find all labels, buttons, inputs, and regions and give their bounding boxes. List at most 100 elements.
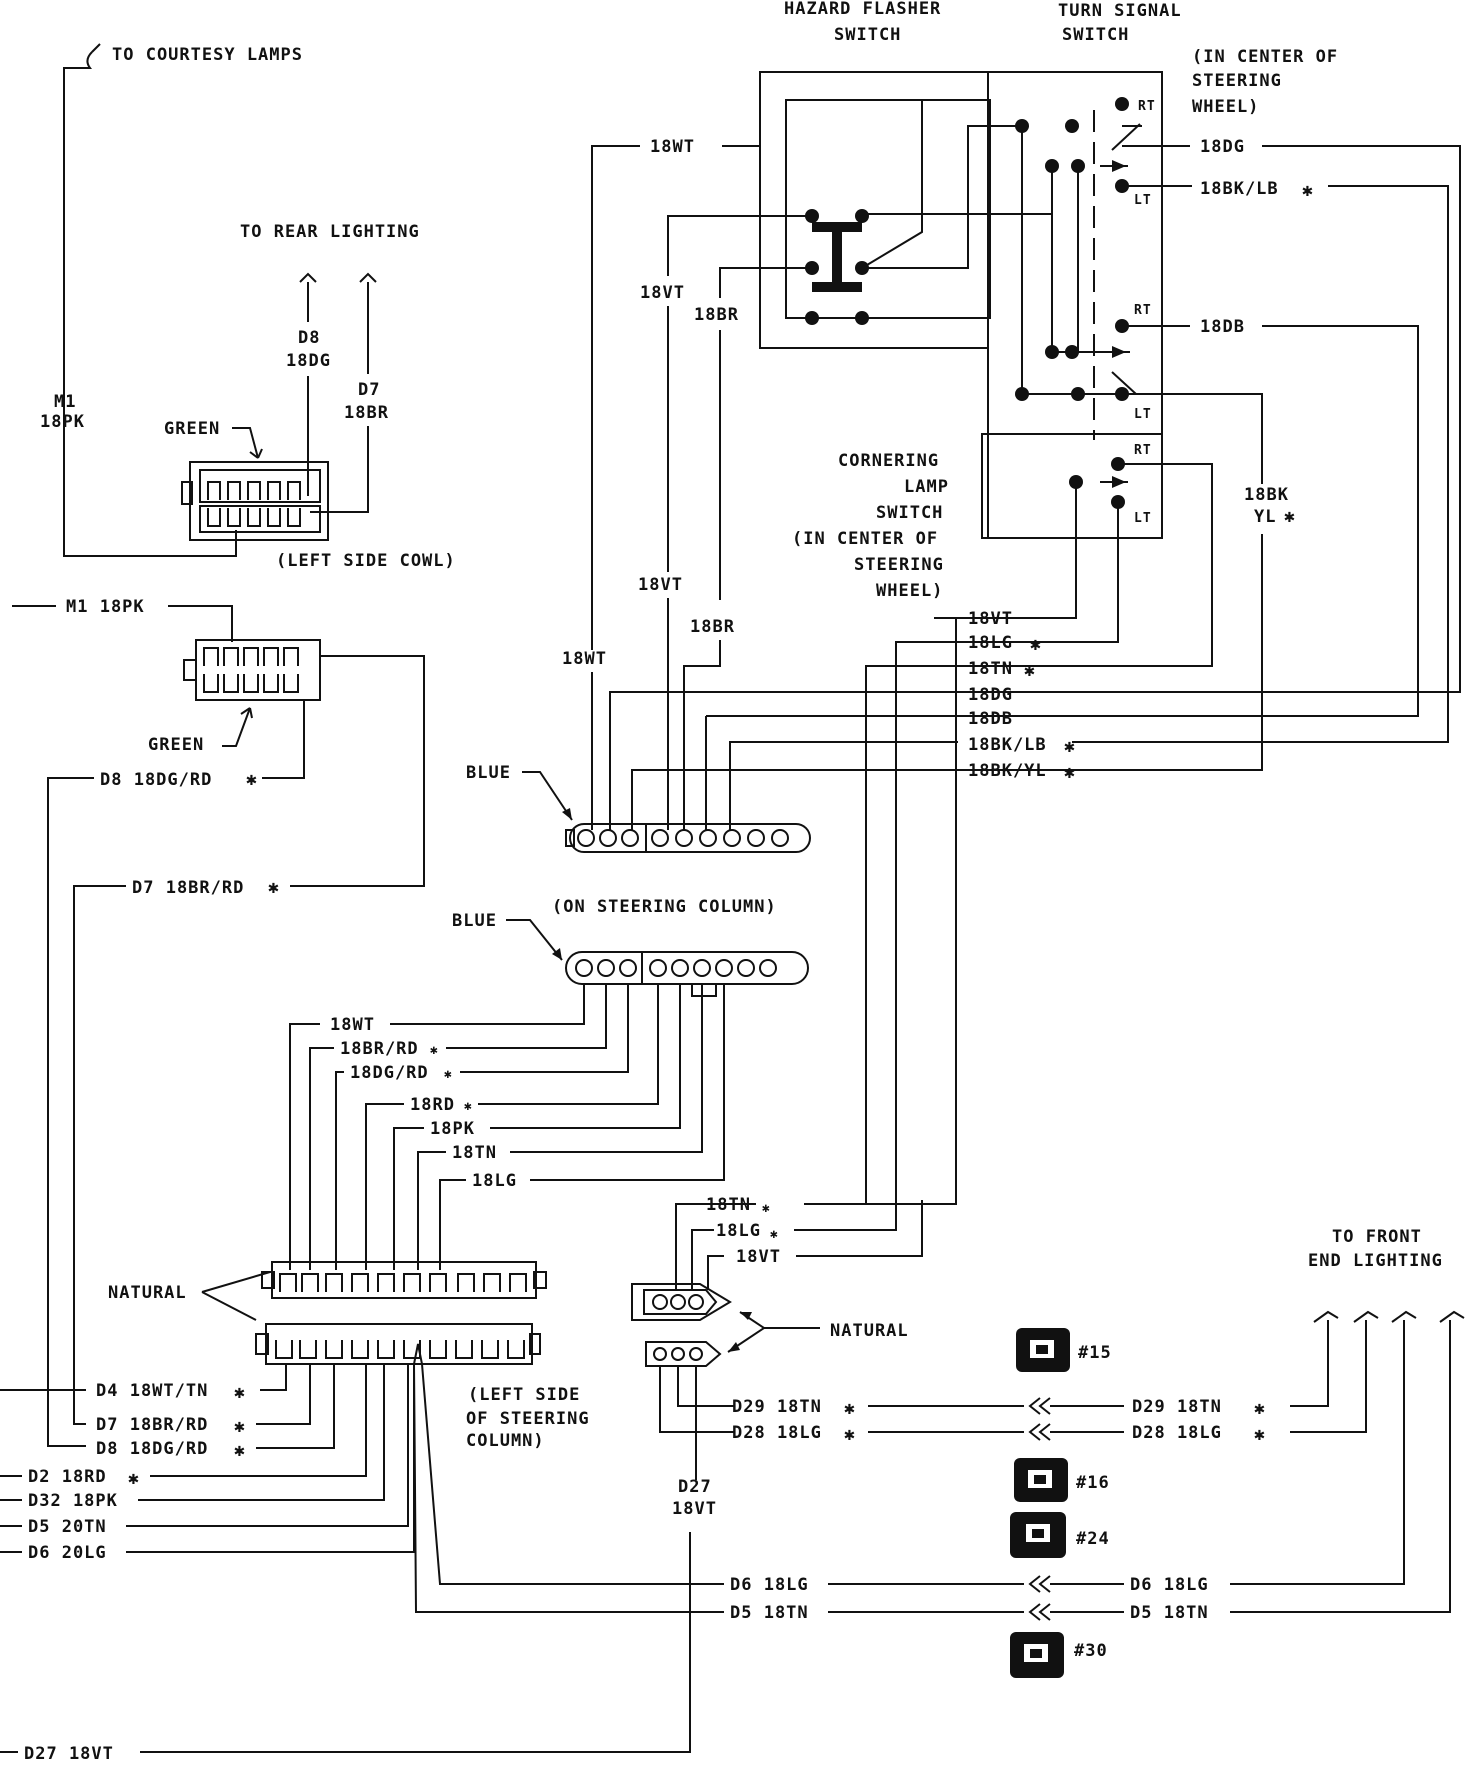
wire-18br-mid: 18BR: [690, 617, 735, 637]
harness-wires-labels: 18VT 18LG ✱ 18TN ✱ 18DG 18DB 18BK/LB ✱ 1…: [609, 609, 1076, 1231]
label-lt-1: LT: [1134, 193, 1152, 208]
label-rt-2: RT: [1134, 303, 1152, 318]
badge-15-label: #15: [1078, 1343, 1112, 1363]
switch-output-wires: 18DG 18BK/LB ✱ 18DB 18BK YL ✱: [631, 137, 1461, 830]
wire-d28-a: D28 18LG: [732, 1423, 822, 1443]
wire-c-18wt: 18WT: [330, 1015, 375, 1035]
label-cornering: CORNERING: [838, 451, 939, 471]
badge-16-label: #16: [1076, 1473, 1110, 1493]
wire-c-18pk: 18PK: [430, 1119, 475, 1139]
wire-d7-18br-rd: D7 18BR/RD: [132, 878, 244, 898]
label-natural-center: NATURAL: [830, 1321, 909, 1341]
wire-d27-label: D27: [678, 1477, 712, 1497]
wire-d29-a: D29 18TN: [732, 1397, 822, 1417]
turn-signal-switch: TURN SIGNAL SWITCH (IN CENTER OF STEERIN…: [862, 1, 1337, 539]
blue-connector-1: BLUE: [466, 763, 811, 853]
wire-c-18br-rd: 18BR/RD: [340, 1039, 419, 1059]
wire-c-18rd: 18RD: [410, 1095, 455, 1115]
svg-text:✱: ✱: [1064, 736, 1076, 757]
svg-text:✱: ✱: [1254, 1398, 1266, 1419]
wire-r-18db: 18DB: [968, 709, 1013, 729]
wire-18wt-mid: 18WT: [562, 649, 607, 669]
label-blue-2: BLUE: [452, 911, 497, 931]
svg-text:✱: ✱: [234, 1416, 246, 1437]
wire-c-18tn: 18TN: [452, 1143, 497, 1163]
left-outgoing-wires: D4 18WT/TN ✱ D7 18BR/RD ✱ D8 18DG/RD ✱ D…: [0, 1343, 724, 1764]
label-on-steering-column: (ON STEERING COLUMN): [552, 897, 777, 917]
hazard-flasher-switch: HAZARD FLASHER SWITCH: [759, 0, 991, 349]
label-lsc-2: OF STEERING: [466, 1409, 590, 1429]
svg-text:✱: ✱: [430, 1043, 439, 1058]
label-corn-wheel: WHEEL): [876, 581, 943, 601]
svg-text:✱: ✱: [1284, 506, 1296, 527]
wire-d7-color: 18BR: [344, 403, 389, 423]
wire-18bk-lb-top: 18BK/LB: [1200, 179, 1279, 199]
svg-text:✱: ✱: [1254, 1424, 1266, 1445]
label-courtesy-lamps: TO COURTESY LAMPS: [112, 45, 303, 65]
label-to-front: TO FRONT: [1332, 1227, 1422, 1247]
wire-d8-color: 18DG: [286, 351, 331, 371]
label-hazard-switch: SWITCH: [834, 25, 901, 45]
label-lsc-1: (LEFT SIDE: [468, 1385, 580, 1405]
courtesy-lamps-branch: TO COURTESY LAMPS M1 18PK: [40, 43, 303, 557]
wire-18dg-top: 18DG: [1200, 137, 1245, 157]
svg-text:✱: ✱: [844, 1398, 856, 1419]
label-rt-3: RT: [1134, 443, 1152, 458]
wire-d2: D2 18RD: [28, 1467, 107, 1487]
wire-d29-b: D29 18TN: [1132, 1397, 1222, 1417]
svg-text:✱: ✱: [1302, 180, 1314, 201]
wire-yl: YL: [1254, 507, 1276, 527]
wire-d5-left: D5 20TN: [28, 1517, 107, 1537]
svg-text:✱: ✱: [268, 877, 280, 898]
wire-r-18tn: 18TN: [968, 659, 1013, 679]
wire-c-18lg: 18LG: [472, 1171, 517, 1191]
wire-m1: M1: [54, 392, 76, 412]
wire-18db-top: 18DB: [1200, 317, 1245, 337]
green-connector-2: M1 18PK GREEN D8 18DG/RD ✱ D7 18BR/RD ✱: [12, 597, 425, 1447]
svg-text:✱: ✱: [1030, 634, 1042, 655]
label-wheel: WHEEL): [1192, 97, 1259, 117]
label-switch: SWITCH: [876, 503, 943, 523]
label-turn-switch: SWITCH: [1062, 25, 1129, 45]
svg-text:✱: ✱: [1064, 762, 1076, 783]
wire-d6-b: D6 18LG: [1130, 1575, 1209, 1595]
label-lt-3: LT: [1134, 511, 1152, 526]
wire-r-18vt: 18VT: [968, 609, 1013, 629]
natural-connectors-left: NATURAL (LEFT SIDE OF STEERING COLUMN): [108, 1261, 590, 1451]
wire-18vt-top: 18VT: [640, 283, 685, 303]
wire-18vt-mid: 18VT: [638, 575, 683, 595]
label-lamp: LAMP: [904, 477, 949, 497]
label-corn-in-center: (IN CENTER OF: [792, 529, 938, 549]
wire-d32: D32 18PK: [28, 1491, 118, 1511]
label-left-side-cowl: (LEFT SIDE COWL): [276, 551, 456, 571]
wire-d6-a: D6 18LG: [730, 1575, 809, 1595]
wire-d6-left: D6 20LG: [28, 1543, 107, 1563]
wire-r-18bk-yl: 18BK/YL: [968, 761, 1047, 781]
wire-r-18bk-lb: 18BK/LB: [968, 735, 1047, 755]
blue-connector-2: BLUE (ON STEERING COLUMN): [452, 897, 809, 985]
wire-d27-left: D27 18VT: [24, 1744, 114, 1762]
wire-18br-top: 18BR: [694, 305, 739, 325]
badge-16: #16: [1014, 1458, 1110, 1502]
svg-text:✱: ✱: [234, 1440, 246, 1461]
label-green-2: GREEN: [148, 735, 204, 755]
left-cowl-connector: GREEN (LEFT SIDE COWL): [164, 419, 456, 571]
svg-text:✱: ✱: [444, 1067, 453, 1082]
svg-text:✱: ✱: [234, 1382, 246, 1403]
badge-15: #15: [1016, 1328, 1112, 1372]
wire-d7-left: D7 18BR/RD: [96, 1415, 208, 1435]
hazard-output-wires: 18WT 18VT 18BR 18VT 18BR 18WT: [562, 137, 812, 830]
wire-m1-18pk: M1 18PK: [66, 597, 145, 617]
column-wires: 18WT 18BR/RD ✱ 18DG/RD ✱ 18RD ✱ 18PK 18T…: [289, 984, 725, 1270]
wire-n-18tn: 18TN: [706, 1195, 751, 1215]
svg-text:✱: ✱: [1024, 660, 1036, 681]
label-green: GREEN: [164, 419, 220, 439]
svg-text:✱: ✱: [762, 1201, 771, 1216]
wire-18wt-top: 18WT: [650, 137, 695, 157]
label-steering: STEERING: [1192, 71, 1282, 91]
wire-d4: D4 18WT/TN: [96, 1381, 208, 1401]
label-natural-left: NATURAL: [108, 1283, 187, 1303]
wire-n-18vt: 18VT: [736, 1247, 781, 1267]
label-corn-steering: STEERING: [854, 555, 944, 575]
